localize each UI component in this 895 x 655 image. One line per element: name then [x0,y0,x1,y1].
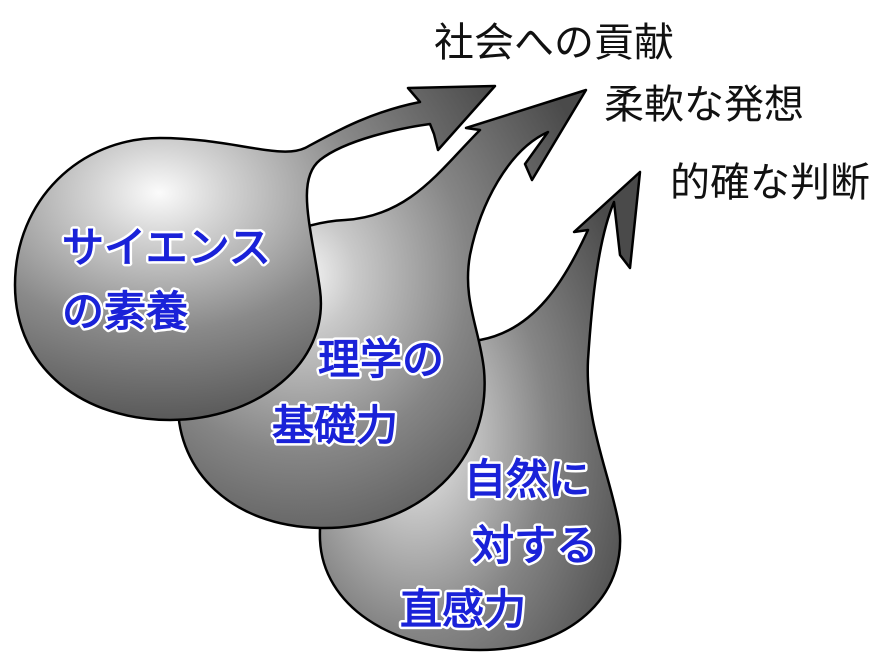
outcome-label-contribution: 社会への貢献 [434,20,674,66]
physics-label-line2: 基礎力 [272,401,398,450]
nature-label-line1: 自然に [464,455,590,504]
bubble-physics [176,88,588,530]
physics-label-line1: 理学の [318,335,444,384]
outcome-label-flexible-thinking: 柔軟な発想 [604,82,804,128]
science-label-line1: サイエンス [62,223,271,272]
bubble-science [13,84,497,422]
science-label-line2: の素養 [62,287,188,336]
bubble-physics-shape [176,88,588,530]
nature-label-line2: 対する [472,521,598,570]
bubble-science-shape [13,84,497,422]
nature-label-line3: 直感力 [400,585,526,634]
outcome-label-accurate-judgment: 的確な判断 [670,160,870,206]
